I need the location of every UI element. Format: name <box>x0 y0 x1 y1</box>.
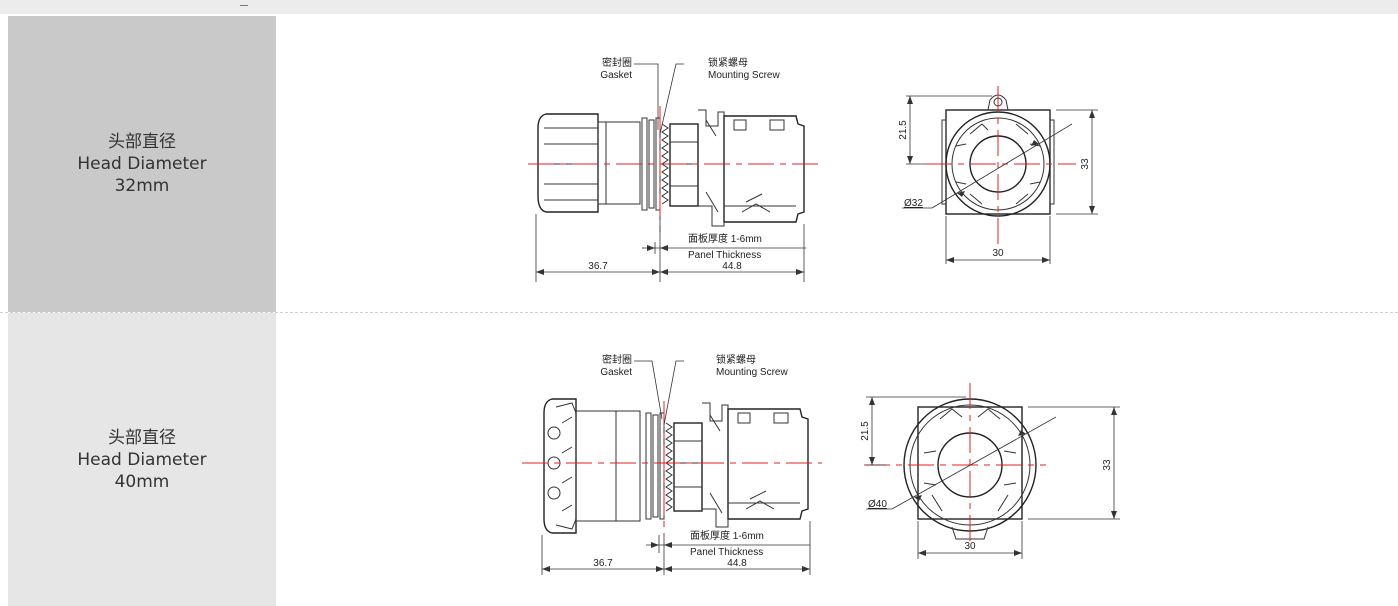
screw-label-en: Mounting Screw <box>716 367 788 378</box>
dim-33: 33 <box>1080 158 1091 170</box>
top-bar <box>0 0 1398 14</box>
dim-33: 33 <box>1102 459 1113 471</box>
dim-30: 30 <box>992 248 1004 259</box>
technical-drawing-32mm: 密封圈 Gasket 锁紧螺母 Mounting Screw 面板厚度 1-6m… <box>276 16 1398 312</box>
dim-21-5: 21.5 <box>898 120 909 140</box>
side-view: 密封圈 Gasket 锁紧螺母 Mounting Screw 面板厚度 1-6m… <box>528 56 818 282</box>
dim-44-8: 44.8 <box>727 558 747 569</box>
screw-label-zh: 锁紧螺母 <box>716 353 756 366</box>
row-label-cell: 头部直径 Head Diameter 32mm <box>8 16 276 312</box>
gasket-label-zh: 密封圈 <box>602 353 632 366</box>
screw-leader <box>663 360 684 426</box>
side-view: 密封圈 Gasket 锁紧螺母 Mounting Screw 面板厚度 1-6m… <box>522 353 822 575</box>
top-bar-fragment <box>240 0 248 6</box>
panel-label-en: Panel Thickness <box>688 250 761 261</box>
panel-label-en: Panel Thickness <box>690 547 763 558</box>
row-label-cell: 头部直径 Head Diameter 40mm <box>8 313 276 606</box>
panel-label-zh: 面板厚度 1-6mm <box>688 232 762 245</box>
screw-label-en: Mounting Screw <box>708 70 780 81</box>
dim-30: 30 <box>964 541 976 552</box>
gasket-label-zh: 密封圈 <box>602 56 632 69</box>
panel-label-zh: 面板厚度 1-6mm <box>690 529 764 542</box>
technical-drawing-40mm: 密封圈 Gasket 锁紧螺母 Mounting Screw 面板厚度 1-6m… <box>276 313 1398 606</box>
dim-36-7: 36.7 <box>588 261 608 272</box>
gasket-label-en: Gasket <box>600 70 632 81</box>
label-size: 40mm <box>114 471 170 492</box>
screw-leader <box>659 63 684 135</box>
gasket-leader <box>634 360 663 420</box>
label-zh: 头部直径 <box>108 132 176 152</box>
label-size: 32mm <box>114 176 170 196</box>
front-view: 21.5 33 30 Ø32 <box>898 86 1098 264</box>
screw-label-zh: 锁紧螺母 <box>708 56 748 69</box>
dim-21-5: 21.5 <box>860 421 871 441</box>
label-en: Head Diameter <box>77 449 207 470</box>
spec-row-32mm: 头部直径 Head Diameter 32mm <box>0 16 1398 312</box>
label-zh: 头部直径 <box>108 427 176 448</box>
drawing-svg: 密封圈 Gasket 锁紧螺母 Mounting Screw 面板厚度 1-6m… <box>522 353 1120 575</box>
dim-diameter: Ø32 <box>904 198 923 209</box>
drawing-svg: 密封圈 Gasket 锁紧螺母 Mounting Screw 面板厚度 1-6m… <box>528 56 1098 282</box>
dim-diameter: Ø40 <box>868 499 887 510</box>
dim-36-7: 36.7 <box>593 558 613 569</box>
gasket-leader <box>634 63 659 130</box>
front-view: 21.5 33 30 Ø40 <box>860 383 1120 559</box>
gasket-label-en: Gasket <box>600 367 632 378</box>
dim-44-8: 44.8 <box>722 261 742 272</box>
label-en: Head Diameter <box>77 154 207 174</box>
spec-row-40mm: 头部直径 Head Diameter 40mm <box>0 312 1398 606</box>
